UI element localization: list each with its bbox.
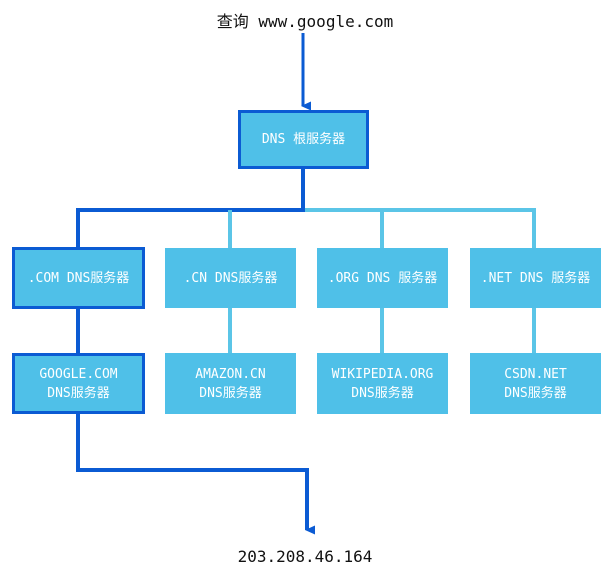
node-tld-org[interactable]: .ORG DNS 服务器: [317, 248, 448, 308]
node-label: CSDN.NET DNS服务器: [504, 366, 567, 401]
node-label: .CN DNS服务器: [183, 270, 278, 286]
node-authoritative-amazon-cn[interactable]: AMAZON.CN DNS服务器: [165, 353, 296, 414]
node-authoritative-google-com[interactable]: GOOGLE.COM DNS服务器: [12, 353, 145, 414]
node-label: .NET DNS 服务器: [480, 270, 591, 286]
node-tld-net[interactable]: .NET DNS 服务器: [470, 248, 601, 308]
node-label: WIKIPEDIA.ORG DNS服务器: [331, 366, 434, 401]
node-tld-com[interactable]: .COM DNS服务器: [12, 247, 145, 309]
answer-path: [76, 412, 315, 535]
node-label: AMAZON.CN DNS服务器: [195, 366, 266, 401]
node-label: GOOGLE.COM DNS服务器: [39, 366, 118, 401]
node-tld-cn[interactable]: .CN DNS服务器: [165, 248, 296, 308]
node-authoritative-csdn-net[interactable]: CSDN.NET DNS服务器: [470, 353, 601, 414]
node-dns-root[interactable]: DNS 根服务器: [238, 110, 369, 169]
query-label: 查询 www.google.com: [216, 12, 394, 31]
resolved-ip-label: 203.208.46.164: [237, 547, 373, 566]
node-label: DNS 根服务器: [261, 132, 346, 147]
node-label: .COM DNS服务器: [27, 270, 130, 286]
node-label: .ORG DNS 服务器: [327, 270, 438, 286]
node-authoritative-wikipedia-org[interactable]: WIKIPEDIA.ORG DNS服务器: [317, 353, 448, 414]
